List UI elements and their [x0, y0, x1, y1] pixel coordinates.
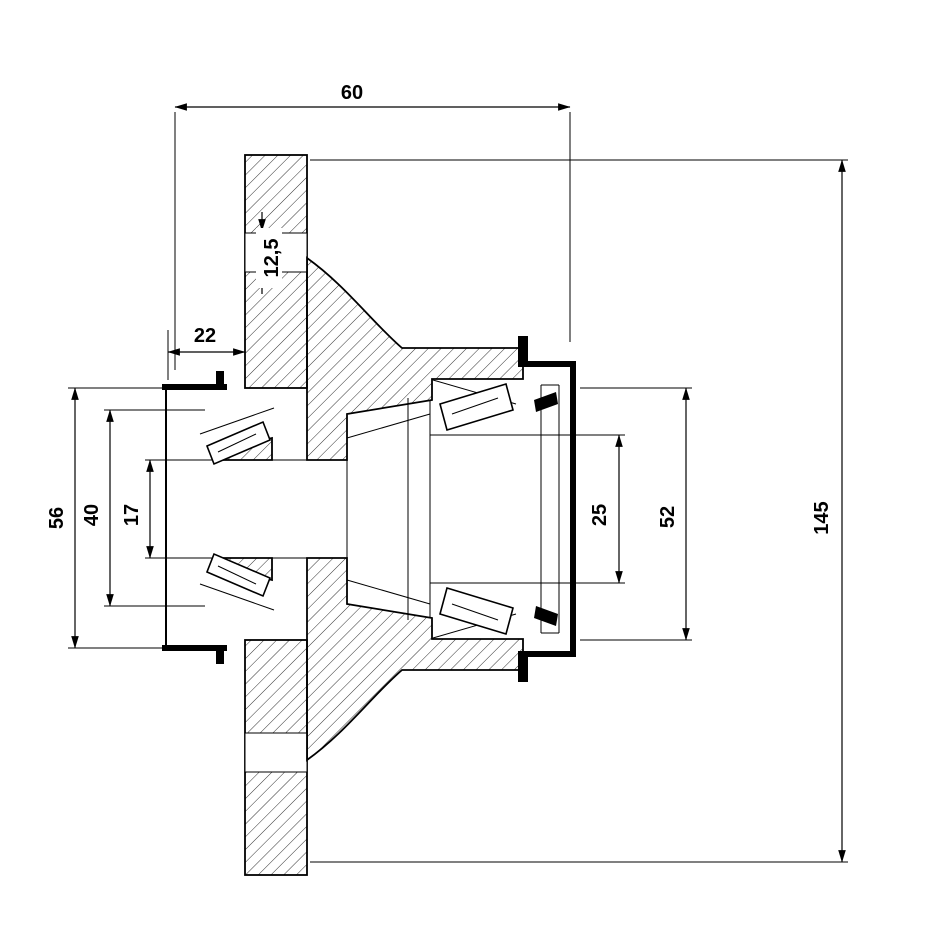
dim-12-5-label: 12,5	[261, 239, 283, 278]
cap-tab-bottom	[518, 656, 528, 682]
bore-lines	[145, 379, 625, 639]
dim-outer-bearing-diameter: 52	[580, 387, 692, 641]
dim-seal-offset: 22	[167, 325, 246, 380]
dim-60-label: 60	[341, 82, 363, 104]
seal-lip-top	[534, 392, 558, 412]
roller-outer-bottom-axis	[451, 603, 499, 621]
barrel-lower-wall	[306, 557, 524, 762]
inner-seal	[162, 371, 227, 664]
dim-17-label: 17	[121, 504, 143, 526]
seal-tab-top	[216, 371, 224, 387]
roller-inner-top-axis	[217, 433, 257, 453]
dim-52-label: 52	[657, 506, 679, 528]
roller-outer-top	[439, 382, 514, 432]
barrel-upper-wall	[306, 256, 524, 461]
dust-cap	[518, 336, 576, 682]
tapered-rollers	[205, 382, 514, 636]
inner-cup-raceway-top	[199, 407, 275, 435]
roller-outer-top-axis	[451, 397, 499, 415]
roller-outer-bottom	[439, 586, 514, 636]
dim-22-label: 22	[194, 325, 216, 347]
label-backing	[256, 228, 282, 288]
seal-lip-bottom	[534, 606, 558, 626]
roller-inner-top	[205, 420, 272, 466]
roller-inner-bottom	[205, 552, 272, 598]
dim-outer-bore-diameter: 25	[589, 434, 623, 584]
inner-cup-raceway-bottom	[199, 583, 275, 611]
bolt-hole-band-bottom	[244, 732, 308, 773]
dim-56-label: 56	[46, 507, 68, 529]
dim-inner-bore-diameter: 17	[121, 459, 154, 559]
seal-tab-bottom	[216, 648, 224, 664]
dim-flange-diameter: 145	[310, 159, 848, 863]
dim-25-label: 25	[589, 504, 611, 526]
roller-inner-bottom-axis	[217, 565, 257, 585]
dim-145-label: 145	[811, 501, 833, 534]
dim-seal-seat-diameter: 56	[46, 387, 162, 649]
dim-inner-bearing-diameter: 40	[81, 409, 205, 607]
dim-overall-length: 60	[174, 82, 571, 370]
dim-40-label: 40	[81, 504, 103, 526]
taper-line-bottom	[346, 579, 431, 605]
cap-tab-top	[518, 336, 528, 362]
taper-line-top	[346, 413, 431, 439]
dim-flange-hole: 12,5	[256, 212, 283, 294]
